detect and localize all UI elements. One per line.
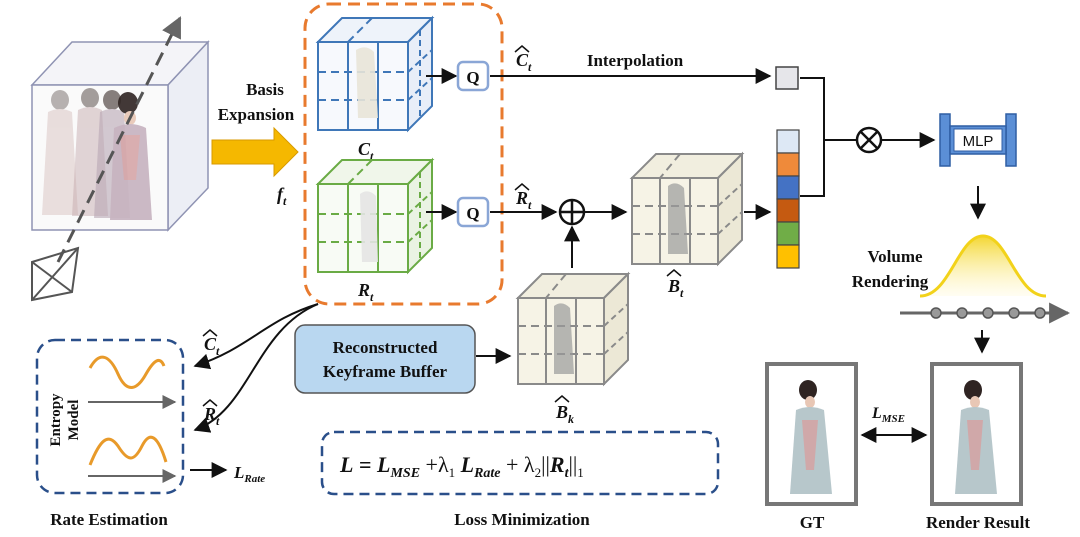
basis-group-box bbox=[303, 2, 504, 306]
render-result-image bbox=[930, 362, 1023, 506]
entropy-rhat-label: Rt bbox=[203, 404, 220, 428]
basis-expansion-label-2: Expansion bbox=[218, 105, 295, 124]
bt-label: Bt bbox=[667, 276, 684, 300]
interpolation-label: Interpolation bbox=[587, 51, 684, 70]
quantizer-c-label: Q bbox=[466, 68, 479, 87]
entropy-label-2: Model bbox=[66, 400, 82, 441]
loss-formula-box bbox=[320, 430, 720, 496]
volume-label-2: Rendering bbox=[852, 272, 929, 291]
ray-samples bbox=[930, 307, 1046, 319]
rt-to-entropy-arrow bbox=[193, 303, 319, 433]
basis-expansion-arrow bbox=[211, 126, 299, 178]
ct-to-entropy-arrow bbox=[193, 303, 319, 370]
feature-cell bbox=[776, 221, 800, 246]
mlp-label: MLP bbox=[963, 133, 994, 150]
ft-label: ft bbox=[277, 184, 287, 208]
quantizer-c bbox=[456, 60, 490, 92]
product-operator bbox=[855, 126, 883, 154]
chat-label: Ct bbox=[516, 50, 532, 74]
keyframe-buffer-box bbox=[294, 324, 476, 394]
sum-operator bbox=[558, 198, 586, 226]
gaussian-curve bbox=[919, 234, 1047, 298]
feature-cell bbox=[776, 198, 800, 223]
interpolated-feature bbox=[775, 66, 799, 90]
quantizer-r-label: Q bbox=[466, 204, 479, 223]
entropy-model-box bbox=[35, 338, 185, 495]
rhat-label: Rt bbox=[515, 188, 532, 212]
quantizer-r bbox=[456, 196, 490, 228]
loss-minimization-label: Loss Minimization bbox=[454, 510, 590, 529]
ct-cube bbox=[315, 15, 435, 133]
gt-image bbox=[765, 362, 858, 506]
bk-cube bbox=[515, 271, 631, 387]
rt-cube bbox=[315, 157, 435, 275]
mlp-block bbox=[939, 113, 1017, 167]
buffer-label-2: Keyframe Buffer bbox=[323, 362, 448, 381]
basis-expansion-label-1: Basis bbox=[246, 80, 284, 99]
entropy-label-1: Entropy bbox=[48, 393, 64, 447]
bt-cube bbox=[629, 151, 745, 267]
buffer-label-1: Reconstructed bbox=[333, 338, 438, 357]
ct-label: Ct bbox=[358, 139, 374, 163]
figure-frame-4 bbox=[110, 92, 152, 220]
entropy-curve-top bbox=[88, 355, 166, 389]
feature-cell bbox=[776, 152, 800, 177]
bk-label: Bk bbox=[555, 402, 574, 426]
input-video-volume bbox=[30, 16, 210, 302]
rt-label: Rt bbox=[357, 280, 374, 304]
entropy-chat-label: Ct bbox=[204, 334, 220, 358]
feature-stack bbox=[776, 129, 800, 269]
feature-cell bbox=[776, 175, 800, 200]
lrate-label: LRate bbox=[233, 463, 265, 485]
rate-estimation-label: Rate Estimation bbox=[50, 510, 168, 529]
lmse-label: LMSE bbox=[871, 405, 905, 425]
camera-icon bbox=[31, 246, 80, 302]
loss-formula: L = LMSE +λ1 LRate + λ2||Rt||1 bbox=[339, 452, 584, 481]
feature-cell bbox=[776, 244, 800, 269]
volume-label-1: Volume bbox=[867, 247, 923, 266]
concat-bracket bbox=[800, 77, 825, 197]
entropy-curve-bottom bbox=[88, 435, 168, 466]
feature-cell bbox=[776, 129, 800, 154]
render-result-label: Render Result bbox=[926, 513, 1030, 532]
gt-label: GT bbox=[800, 513, 825, 532]
figure-frame-1 bbox=[42, 90, 78, 215]
